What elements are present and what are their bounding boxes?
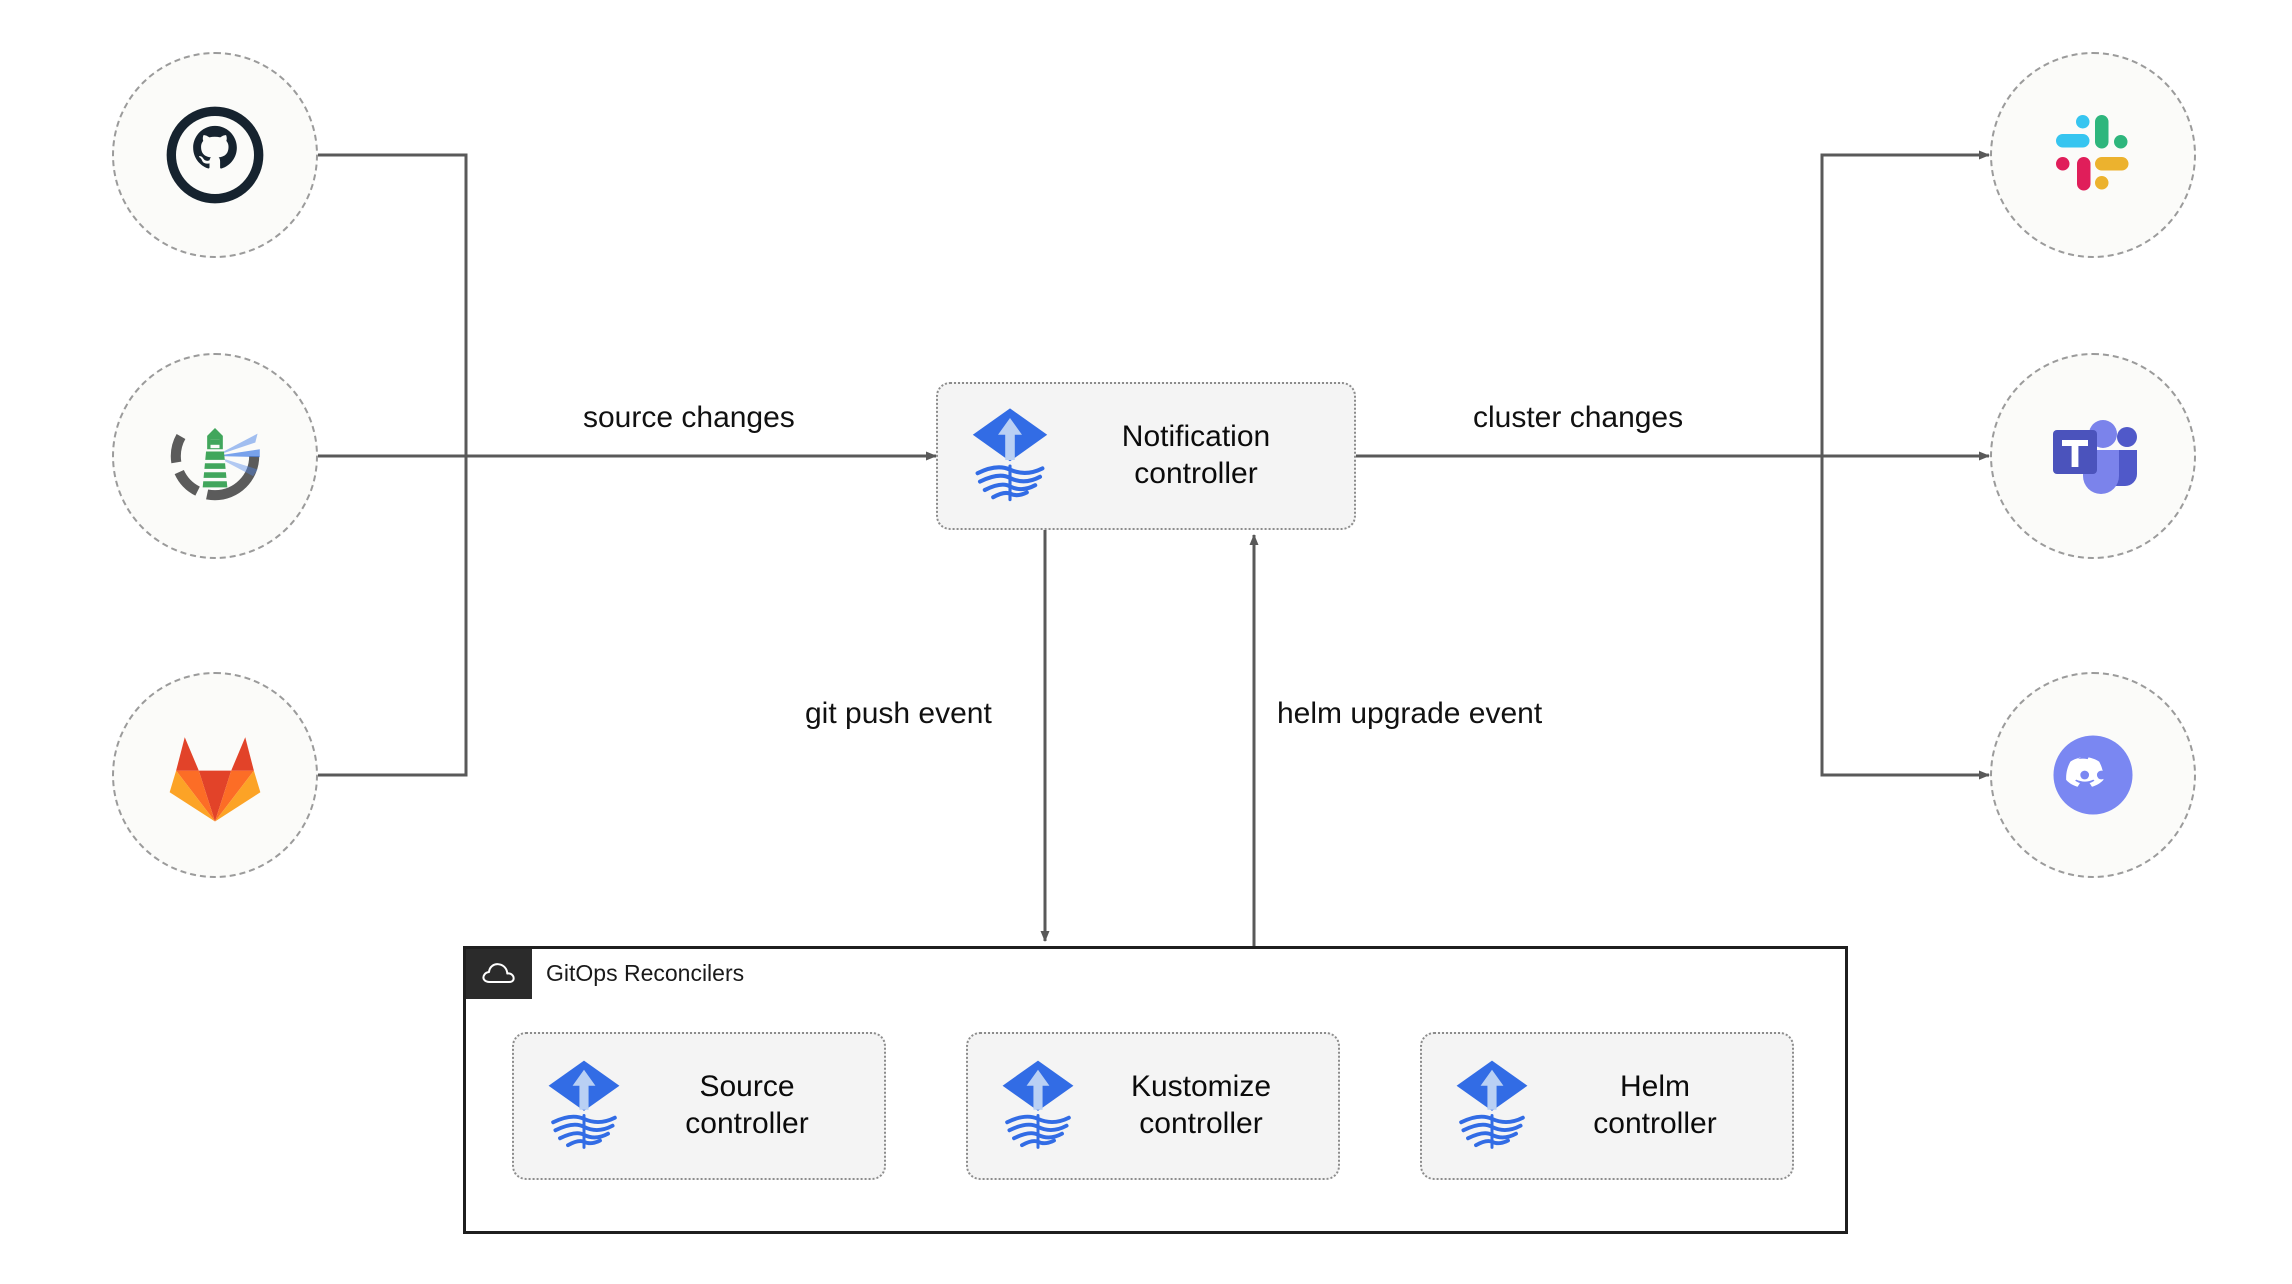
slack-icon: [2056, 115, 2129, 191]
wire-github-to-trunk: [318, 153, 468, 456]
gitops-group-title: GitOps Reconcilers: [546, 960, 745, 986]
source-node-gitlab[interactable]: [112, 672, 318, 878]
wire-trunk-to-slack: [1820, 150, 1990, 456]
gitlab-icon: [169, 737, 261, 822]
discord-icon: [2053, 735, 2133, 815]
destination-node-discord[interactable]: [1990, 672, 2196, 878]
cloud-icon: [482, 963, 515, 983]
helm-controller-node[interactable]: Helm controller: [1420, 1032, 1794, 1180]
source-node-github[interactable]: [112, 52, 318, 258]
destination-node-slack[interactable]: [1990, 52, 2196, 258]
kustomize-controller-label: Kustomize controller: [1130, 1070, 1272, 1140]
notification-controller-label: Notification controller: [1121, 420, 1271, 490]
edge-label-helm-upgrade-event: helm upgrade event: [1277, 697, 1543, 730]
wire-gitlab-to-trunk: [318, 456, 468, 777]
flux-icon: [968, 406, 1052, 507]
flux-icon: [998, 1058, 1078, 1155]
github-icon: [166, 106, 264, 204]
microsoft-teams-icon: [2053, 420, 2137, 494]
notification-controller-node[interactable]: Notification controller: [936, 382, 1356, 530]
flux-icon: [1452, 1058, 1532, 1155]
kustomize-controller-node[interactable]: Kustomize controller: [966, 1032, 1340, 1180]
edge-label-cluster-changes: cluster changes: [1473, 401, 1684, 434]
edge-label-source-changes: source changes: [583, 401, 795, 434]
source-controller-label: Source controller: [685, 1070, 809, 1140]
gitea-icon: [170, 411, 260, 501]
source-controller-node[interactable]: Source controller: [512, 1032, 886, 1180]
source-node-gitea[interactable]: [112, 353, 318, 559]
helm-controller-label: Helm controller: [1593, 1070, 1717, 1140]
gitops-group-tab: [466, 949, 532, 999]
destination-node-teams[interactable]: [1990, 353, 2196, 559]
edge-label-git-push-event: git push event: [805, 697, 992, 730]
wire-trunk-to-discord: [1820, 456, 1990, 780]
flux-icon: [544, 1058, 624, 1155]
